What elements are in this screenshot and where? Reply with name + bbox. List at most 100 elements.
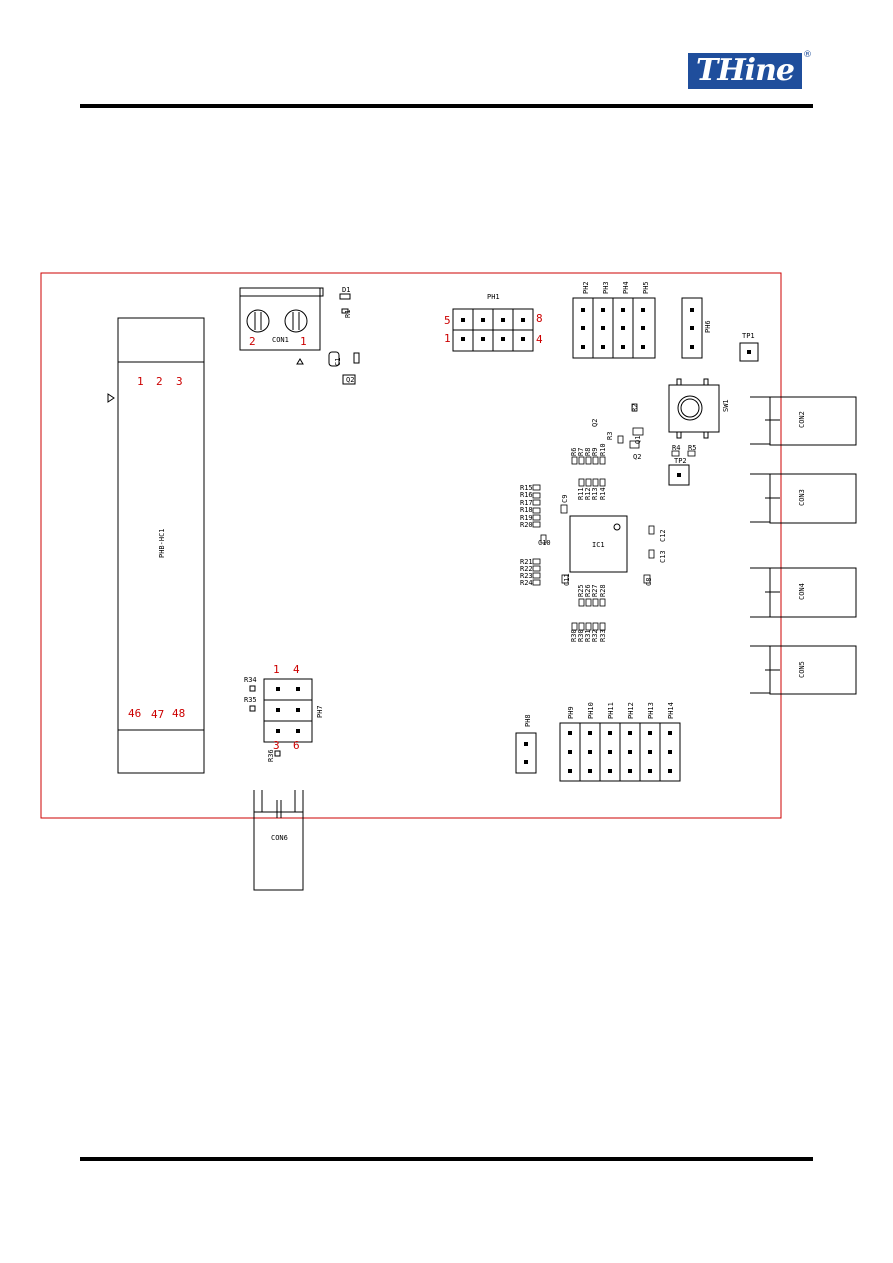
r2-pad [631,403,638,412]
resistor-pad [578,456,585,465]
ph9-ph14-pin [568,750,572,754]
q2-pad [629,440,640,449]
label-r8: R8 [584,448,592,456]
con3-connector [750,473,857,524]
r34-pad [249,685,256,692]
label-r5: R5 [688,444,696,452]
tp2-pad [668,464,690,486]
resistor-pad [532,579,541,586]
label-r27: R27 [591,584,599,597]
tp1-pin [747,350,751,354]
ph7-pin [276,687,280,691]
label-ph3: PH3 [602,281,610,294]
ph7-pin-1: 1 [273,663,280,676]
resistor-pad [599,456,606,465]
label-c9: C9 [561,495,569,503]
small-pad [353,352,360,364]
ph2-ph5-pin [621,326,625,330]
resistor-pad [532,499,541,506]
label-r21: R21 [520,558,533,566]
resistor-pad [585,456,592,465]
label-con1: CON1 [272,336,289,344]
r36-pad [274,750,281,757]
r1-pad [341,308,349,314]
ph2-ph5-pin [601,345,605,349]
label-ph8: PH8 [524,714,532,727]
label-tp1: TP1 [742,332,755,340]
resistor-pad [532,507,541,514]
resistor-pad [532,484,541,491]
c13-pad [648,549,655,559]
label-r4: R4 [672,444,680,452]
phb-hc1-connector [107,317,205,774]
ph2-ph5-headers [572,297,656,359]
label-ph13: PH13 [647,702,655,719]
tp2-pin [677,473,681,477]
ph9-ph14-pin [668,731,672,735]
label-c11: C11 [563,573,571,586]
tp1-pad [739,342,759,362]
board-outline [40,272,782,819]
ph9-ph14-pin [648,731,652,735]
phb-pin-47: 47 [151,708,164,721]
c1-pad [328,351,340,367]
label-ph12: PH12 [627,702,635,719]
label-d1: D1 [342,286,350,294]
phb-pin-3: 3 [176,375,183,388]
ph2-ph5-pin [621,345,625,349]
label-ph2: PH2 [582,281,590,294]
label-q1: Q1 [634,436,642,444]
label-r26: R26 [584,584,592,597]
con5-connector [750,645,857,695]
d1-pad [339,293,351,300]
ph1-pin-1: 1 [444,332,451,345]
ph2-ph5-pin [601,308,605,312]
label-r3: R3 [606,432,614,440]
con2-connector [750,396,857,446]
label-r25: R25 [577,584,585,597]
header-rule [80,104,813,108]
label-con3: CON3 [798,489,806,506]
ph9-ph14-pin [588,769,592,773]
ic1-chip [569,515,628,573]
ph1-pin [521,337,525,341]
label-r20: R20 [520,521,533,529]
ph9-ph14-pin [608,769,612,773]
con6-connector [253,790,304,891]
ph9-ph14-pin [608,731,612,735]
ph7-pin [276,729,280,733]
label-r15: R15 [520,484,533,492]
label-con6: CON6 [271,834,288,842]
label-r35: R35 [244,696,257,704]
con1-terminal-block [239,287,324,365]
sw1-switch [668,378,720,439]
phb-pin-46: 46 [128,707,141,720]
ph9-ph14-pin [568,769,572,773]
con4-connector [750,567,857,618]
label-c1: C1 [334,358,342,366]
label-phb-hc1: PHB-HC1 [158,528,166,558]
resistor-pad [585,598,592,607]
ph1-pin-4: 4 [536,333,543,346]
label-r19: R19 [520,514,533,522]
resistor-pad [592,456,599,465]
r5-pad [687,450,696,457]
resistor-pad [532,514,541,521]
label-r2: R2 [631,404,639,412]
label-r36: R36 [267,749,275,762]
label-con5: CON5 [798,661,806,678]
label-c10: C10 [538,539,551,547]
c9-pad [560,504,568,514]
ph2-ph5-pin [581,326,585,330]
label-c8: C8 [645,578,653,586]
label-r28: R28 [599,584,607,597]
ph7-pin-3: 3 [273,739,280,752]
ph7-pin [296,708,300,712]
label-ph11: PH11 [607,702,615,719]
resistor-pad [585,478,592,487]
label-c12: C12 [659,529,667,542]
label-r30b: R30 [577,629,585,642]
ph7-pin [296,729,300,733]
resistor-pad [592,622,599,631]
